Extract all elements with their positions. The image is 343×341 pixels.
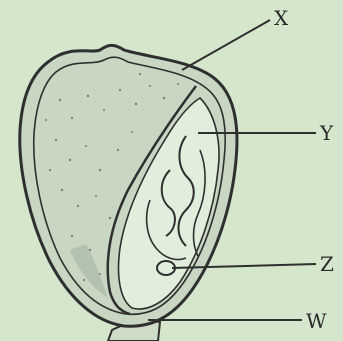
label-y: Y xyxy=(320,123,333,143)
label-z: Z xyxy=(320,254,334,274)
label-w: W xyxy=(306,311,327,331)
label-x: X xyxy=(274,8,288,28)
